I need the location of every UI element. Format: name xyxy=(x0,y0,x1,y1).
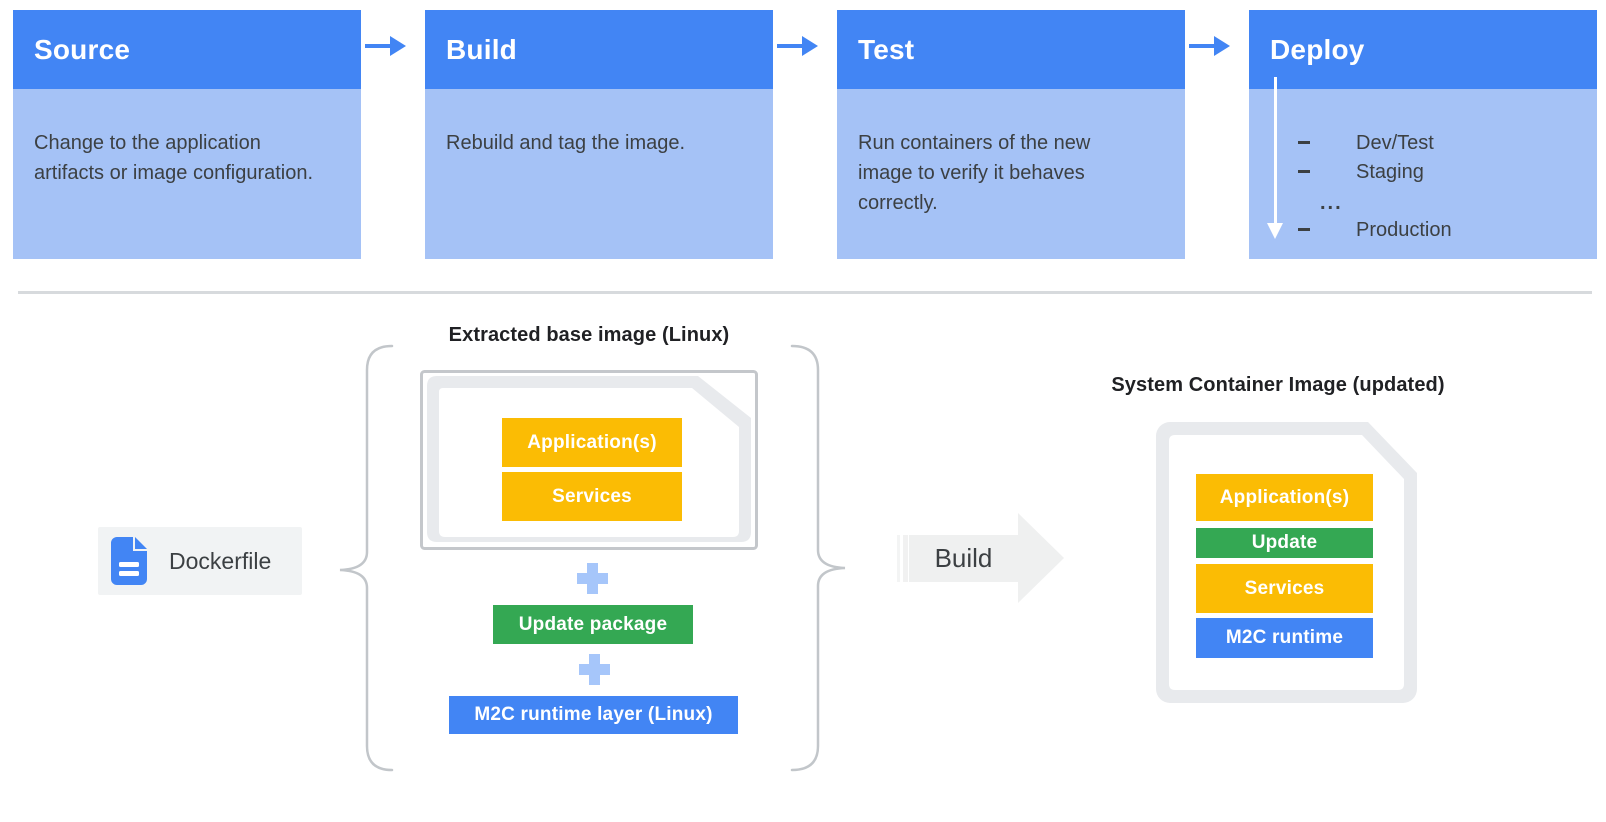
arrow-line xyxy=(1189,44,1214,48)
system-container-image: Application(s) Update Services M2C runti… xyxy=(1156,422,1417,703)
arrow-line xyxy=(777,44,802,48)
layer-applications: Application(s) xyxy=(1196,474,1373,521)
deploy-target: Production xyxy=(1356,219,1452,241)
dockerfile-chip: Dockerfile xyxy=(98,527,302,595)
list-dash xyxy=(1298,141,1310,144)
stage-description: Run containers of the new image to verif… xyxy=(858,132,1091,214)
build-arrow-label: Build xyxy=(934,543,993,573)
stage-source: Source Change to the application artifac… xyxy=(13,10,361,259)
stage-source-header: Source xyxy=(13,10,361,89)
extracted-base-image: Application(s) Services xyxy=(420,370,758,550)
flow-arrow-icon xyxy=(777,36,818,56)
right-brace xyxy=(790,344,846,772)
layer-services: Services xyxy=(1196,564,1373,613)
plus-icon xyxy=(579,654,610,685)
arrow-body xyxy=(909,535,1018,582)
arrow-head xyxy=(1214,36,1230,56)
layer-m2c-runtime: M2C runtime xyxy=(1196,618,1373,658)
arrow-trail-bar xyxy=(897,535,900,582)
left-brace xyxy=(339,344,394,772)
list-dash xyxy=(1298,228,1310,231)
arrow-head xyxy=(390,36,406,56)
stage-build-header: Build xyxy=(425,10,773,89)
extracted-base-title: Extracted base image (Linux) xyxy=(448,324,730,346)
stage-source-body: Change to the application artifacts or i… xyxy=(13,89,361,259)
deploy-target: Dev/Test xyxy=(1356,132,1434,154)
section-divider xyxy=(18,291,1592,294)
stage-title: Source xyxy=(34,34,131,65)
stage-test-body: Run containers of the new image to verif… xyxy=(837,89,1185,259)
stage-title: Deploy xyxy=(1270,34,1365,65)
arrow-line xyxy=(365,44,390,48)
arrow-trail-bar xyxy=(903,535,908,582)
down-arrow-head xyxy=(1267,223,1283,239)
grouping-braces xyxy=(339,344,846,772)
stage-build-body: Rebuild and tag the image. xyxy=(425,89,773,259)
stage-deploy: Deploy Dev/Test Staging ... Production xyxy=(1249,10,1597,259)
flow-arrow-icon xyxy=(365,36,406,56)
layer-update: Update xyxy=(1196,528,1373,558)
stage-test-header: Test xyxy=(837,10,1185,89)
document-icon xyxy=(111,537,147,585)
stage-title: Build xyxy=(446,34,517,65)
runtime-layer-box: M2C runtime layer (Linux) xyxy=(449,696,738,734)
stage-build: Build Rebuild and tag the image. xyxy=(425,10,773,259)
layer-services: Services xyxy=(502,472,682,521)
dockerfile-label: Dockerfile xyxy=(169,547,272,574)
result-title: System Container Image (updated) xyxy=(1111,374,1445,396)
layer-applications: Application(s) xyxy=(502,418,682,467)
arrow-head xyxy=(1018,513,1064,603)
update-package-box: Update package xyxy=(493,605,693,644)
list-dash xyxy=(1298,170,1310,173)
stage-description: Change to the application artifacts or i… xyxy=(34,132,314,184)
down-arrow-icon xyxy=(1274,77,1277,224)
stage-test: Test Run containers of the new image to … xyxy=(837,10,1185,259)
build-arrow: Build xyxy=(897,513,1065,603)
stage-title: Test xyxy=(858,34,915,65)
stage-deploy-header: Deploy xyxy=(1249,10,1597,89)
stage-description: Rebuild and tag the image. xyxy=(446,132,686,154)
document-icon xyxy=(1156,422,1417,703)
flow-arrow-icon xyxy=(1189,36,1230,56)
deploy-ellipsis: ... xyxy=(1320,192,1343,214)
plus-icon xyxy=(577,563,608,594)
arrow-head xyxy=(802,36,818,56)
plus-bar xyxy=(589,654,600,685)
stage-deploy-body: Dev/Test Staging ... Production xyxy=(1249,89,1597,259)
plus-bar xyxy=(587,563,598,594)
deploy-target: Staging xyxy=(1356,161,1424,183)
